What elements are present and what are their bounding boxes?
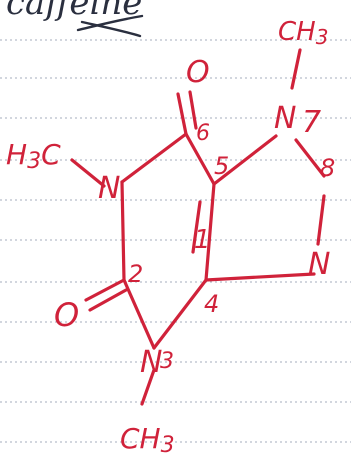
- position-7: 7: [302, 105, 321, 140]
- position-2: 2: [128, 260, 143, 288]
- position-5: 5: [214, 152, 229, 180]
- bond-c6-o-a: [176, 92, 188, 136]
- bond-c4-n3: [152, 278, 208, 350]
- bond-c5-c4-double: [191, 200, 202, 254]
- bond-c6-c5: [184, 132, 216, 186]
- methyl-n1: H3C: [6, 138, 61, 174]
- bond-c5-n7: [212, 134, 278, 186]
- bond-n1-c6: [120, 132, 188, 184]
- strike-line-2: [80, 20, 142, 38]
- bond-n7-methyl: [290, 48, 302, 90]
- bond-n9-c4: [204, 272, 316, 282]
- bond-n7-c8: [294, 138, 326, 178]
- atom-n9: N: [308, 247, 330, 282]
- bond-c5-c4: [204, 182, 216, 282]
- bond-n1-methyl: [70, 158, 106, 188]
- position-3: 3: [160, 349, 174, 374]
- methyl-n7: CH3: [278, 17, 328, 49]
- bond-c2-o-b: [88, 288, 128, 312]
- heading-text: caffeine: [6, 0, 142, 23]
- bond-c8-n9: [316, 194, 326, 246]
- bonds: [70, 48, 326, 406]
- bond-n3-c2: [122, 278, 156, 350]
- atom-n3: N: [140, 345, 162, 380]
- strike-line-1: [76, 14, 144, 32]
- bond-c2-o-a: [84, 278, 126, 302]
- ruled-lines: [0, 39, 351, 443]
- methyl-n3: CH3: [120, 422, 175, 458]
- heading-caffeine: caffeine: [6, 0, 144, 38]
- atom-o-left: O: [54, 296, 79, 334]
- bond-c2-n1: [120, 180, 126, 282]
- atom-o-top: O: [186, 55, 210, 90]
- position-4: 4: [204, 290, 219, 318]
- bond-c6-o-b: [188, 90, 198, 130]
- position-6: 6: [196, 121, 210, 146]
- position-1: 1: [194, 225, 211, 255]
- atom-labels: N N N N O O: [54, 55, 330, 380]
- bond-n3-methyl: [140, 368, 156, 406]
- methyl-labels: H3C CH3 CH3: [6, 17, 328, 458]
- position-8: 8: [320, 154, 335, 182]
- atom-n7: N: [274, 101, 296, 136]
- position-numbers: 1 2 3 4 5 6 7 8: [128, 105, 335, 374]
- atom-n1: N: [98, 171, 120, 206]
